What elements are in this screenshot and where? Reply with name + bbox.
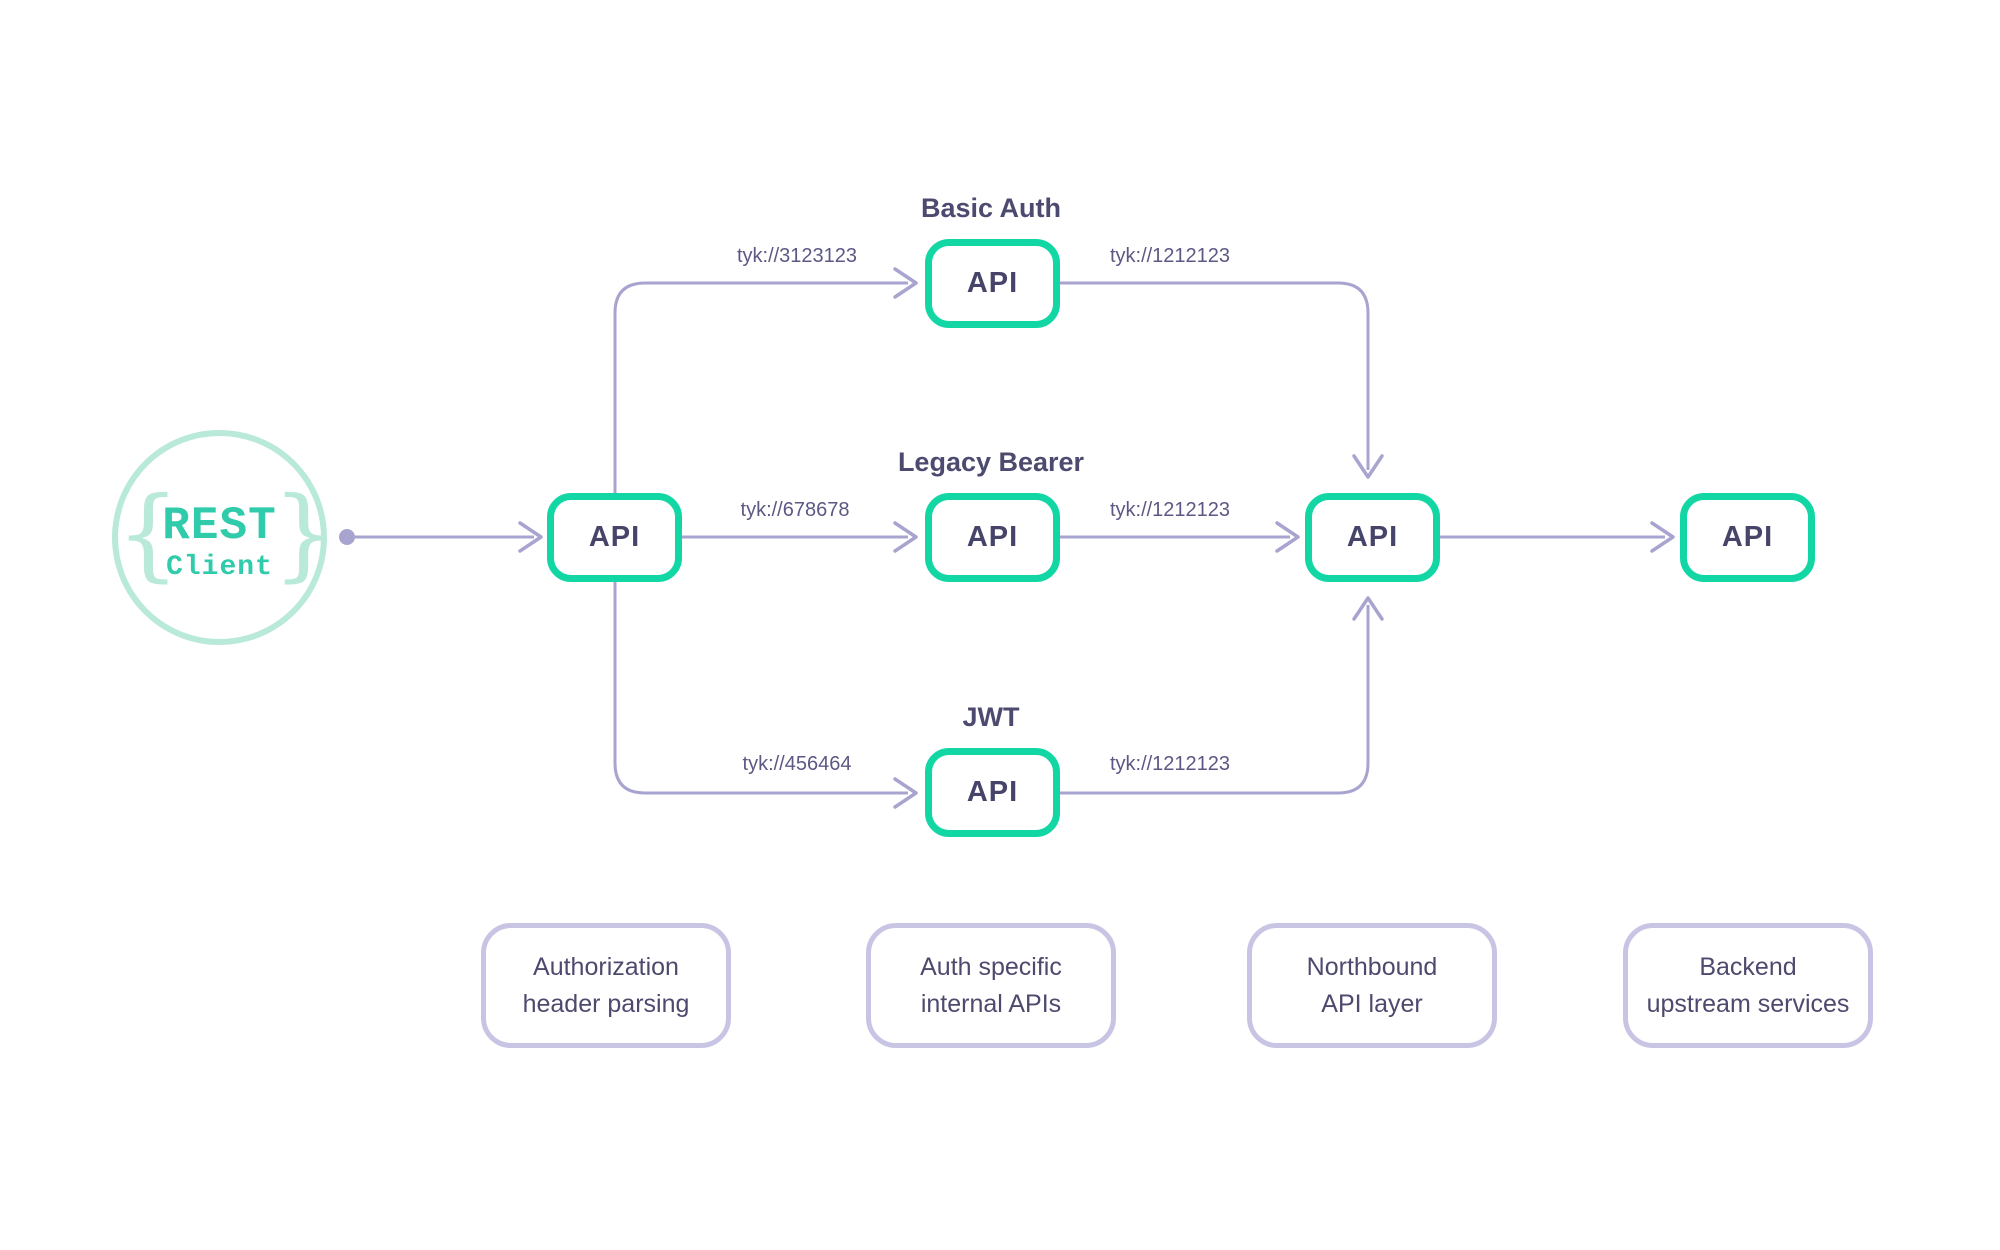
arrowhead-client-gateway (518, 521, 543, 553)
arrowhead-jwt-northbound (1352, 596, 1384, 621)
edge-label-legacy-out: tyk://1212123 (1109, 499, 1231, 521)
arrowhead-gateway-legacy (893, 521, 918, 553)
legend-line: Authorization (533, 953, 679, 982)
brace-right-decoration: } (272, 474, 336, 592)
legend-authorization-header-parsing: Authorization header parsing (481, 923, 731, 1048)
rest-client-subtitle: Client (166, 552, 273, 583)
edge-label-legacy-in: tyk://678678 (740, 499, 850, 521)
arrowhead-northbound-backend (1650, 521, 1675, 553)
heading-legacy-bearer: Legacy Bearer (897, 447, 1085, 477)
brace-left-decoration: { (116, 474, 180, 592)
legend-line: internal APIs (920, 989, 1062, 1018)
arrowhead-gateway-jwt (893, 777, 918, 809)
arrowhead-basic-northbound (1352, 454, 1384, 479)
legend-backend-upstream-services: Backend upstream services (1623, 923, 1873, 1048)
heading-jwt: JWT (962, 702, 1020, 732)
api-node-backend: API (1680, 493, 1815, 582)
api-node-legacy-bearer: API (925, 493, 1060, 582)
api-node-jwt: API (925, 748, 1060, 837)
legend-line: Backend (1699, 953, 1797, 982)
arrowhead-legacy-northbound (1275, 521, 1300, 553)
api-node-gateway: API (547, 493, 682, 582)
legend-auth-specific-internal-apis: Auth specific internal APIs (866, 923, 1116, 1048)
connector-basic-northbound (1058, 281, 1370, 470)
edge-label-basic-in: tyk://3123123 (736, 245, 858, 267)
legend-line: upstream services (1646, 989, 1850, 1018)
connector-gateway-basic (613, 281, 908, 493)
legend-line: API layer (1321, 989, 1423, 1018)
api-node-basic-auth: API (925, 239, 1060, 328)
legend-line: Auth specific (920, 953, 1062, 982)
heading-basic-auth: Basic Auth (920, 193, 1062, 223)
api-node-northbound: API (1305, 493, 1440, 582)
legend-line: header parsing (522, 989, 690, 1018)
connector-jwt-northbound (1058, 605, 1370, 795)
rest-client-node: { REST Client } (112, 430, 336, 645)
rest-client-title: REST (162, 500, 277, 552)
edge-label-jwt-out: tyk://1212123 (1109, 753, 1231, 775)
arrowhead-gateway-basic (893, 267, 918, 299)
legend-line: Northbound (1306, 953, 1438, 982)
edge-label-jwt-in: tyk://456464 (742, 753, 852, 775)
connector-gateway-jwt (613, 582, 908, 795)
legend-northbound-api-layer: Northbound API layer (1247, 923, 1497, 1048)
edge-label-basic-out: tyk://1212123 (1109, 245, 1231, 267)
